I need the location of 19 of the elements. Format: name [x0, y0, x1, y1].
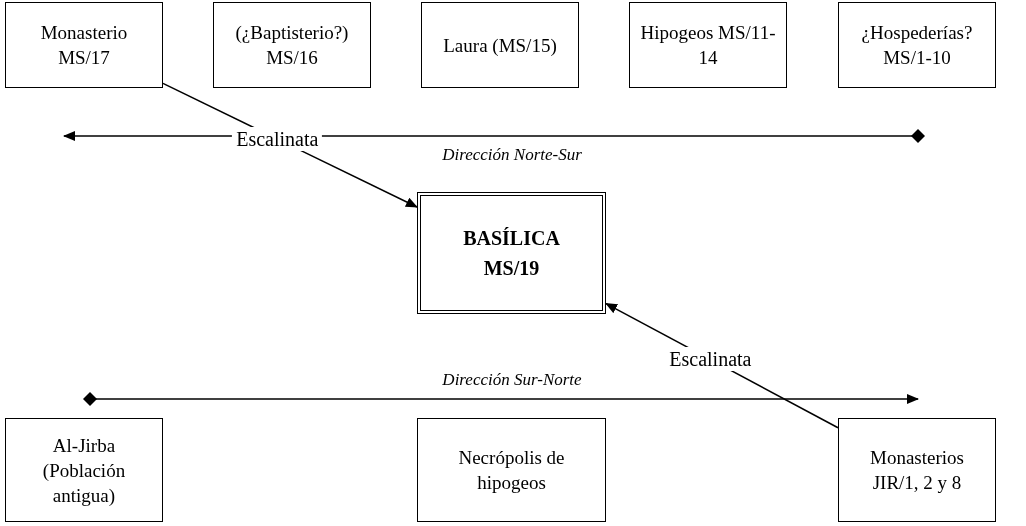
site-box	[213, 2, 371, 88]
box-text: BASÍLICA MS/19	[462, 226, 561, 281]
site-box	[838, 2, 996, 88]
site-box	[5, 2, 163, 88]
box-text: Necrópolis de hipogeos	[457, 446, 566, 495]
box-text: Hipogeos MS/11-14	[639, 21, 777, 70]
box-text: Monasterios JIR/1, 2 y 8	[869, 446, 965, 495]
site-box	[838, 418, 996, 522]
main-building-box	[417, 192, 606, 314]
site-box	[5, 418, 163, 522]
box-text: Al-Jirba (Población antigua)	[41, 433, 127, 508]
site-box	[417, 418, 606, 522]
box-text: Laura (MS/15)	[442, 33, 558, 58]
box-text: Monasterio MS/17	[39, 21, 129, 70]
site-box	[421, 2, 579, 88]
edge-label: Escalinata	[232, 127, 323, 152]
site-box	[629, 2, 787, 88]
box-text: (¿Baptisterio?) MS/16	[234, 21, 350, 70]
box-text: ¿Hospederías? MS/1-10	[860, 21, 974, 70]
